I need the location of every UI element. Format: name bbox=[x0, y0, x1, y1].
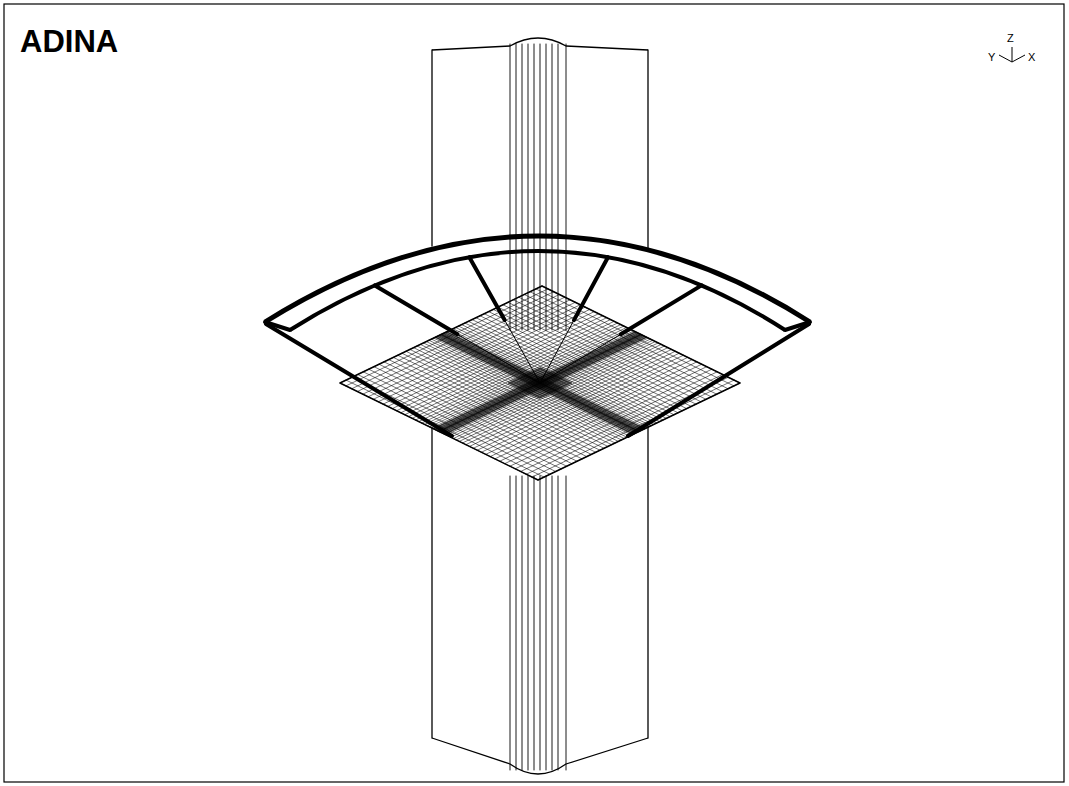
flange-rib bbox=[375, 285, 458, 334]
program-title: ADINA bbox=[20, 26, 118, 57]
web-edge bbox=[647, 50, 648, 250]
axis-triad bbox=[999, 47, 1025, 62]
rib-mesh-line bbox=[505, 320, 540, 383]
plate-edge bbox=[340, 286, 740, 480]
fillet-mesh-line bbox=[510, 44, 511, 330]
fillet-mesh-line bbox=[522, 476, 523, 770]
flange-rib bbox=[621, 285, 702, 334]
web-edge bbox=[647, 427, 648, 738]
web-edge bbox=[431, 428, 432, 738]
flange-inner-edge bbox=[290, 251, 785, 330]
rib-mesh-line bbox=[457, 334, 540, 383]
fillet-mesh-line bbox=[528, 44, 529, 330]
fillet-mesh-line bbox=[558, 476, 559, 770]
axis-label: Y bbox=[988, 52, 995, 63]
fillet-mesh-line bbox=[528, 476, 529, 770]
z-axis-line bbox=[1012, 47, 1013, 62]
dense-mesh-band bbox=[433, 332, 647, 435]
rib-mesh-line bbox=[540, 334, 621, 383]
flange-lower-edge bbox=[266, 324, 452, 436]
plate-mesh bbox=[340, 286, 740, 480]
axis-label: X bbox=[1028, 52, 1035, 63]
flange-rib bbox=[574, 257, 608, 320]
fillet-mesh-line bbox=[522, 44, 523, 330]
y-axis-line bbox=[999, 55, 1012, 62]
fillet-mesh-line bbox=[546, 476, 547, 770]
fillet-mesh-line bbox=[534, 476, 535, 770]
plot-frame bbox=[4, 4, 1064, 782]
web-edge bbox=[431, 50, 432, 246]
rib-mesh-line bbox=[540, 320, 574, 383]
flange-outer-edge bbox=[265, 236, 810, 322]
x-axis-line bbox=[1012, 55, 1025, 62]
fillet-mesh-line bbox=[516, 44, 517, 330]
axis-label: Z bbox=[1007, 33, 1014, 44]
flange-rib bbox=[469, 257, 504, 320]
fillet-mesh-line bbox=[566, 44, 567, 330]
fillet-mesh-line bbox=[558, 44, 559, 330]
fillet-mesh-line bbox=[552, 476, 553, 770]
fillet-mesh-line bbox=[552, 44, 553, 330]
flange-lower-edge bbox=[628, 324, 809, 436]
fillet-mesh-line bbox=[566, 476, 567, 770]
lower-web bbox=[432, 427, 648, 774]
dense-mesh-band bbox=[435, 332, 645, 435]
fillet-mesh-line bbox=[516, 476, 517, 770]
fillet-mesh-line bbox=[534, 44, 535, 330]
curved-flange bbox=[265, 236, 810, 436]
fillet-mesh-line bbox=[510, 476, 511, 770]
fillet-mesh-line bbox=[540, 476, 541, 770]
